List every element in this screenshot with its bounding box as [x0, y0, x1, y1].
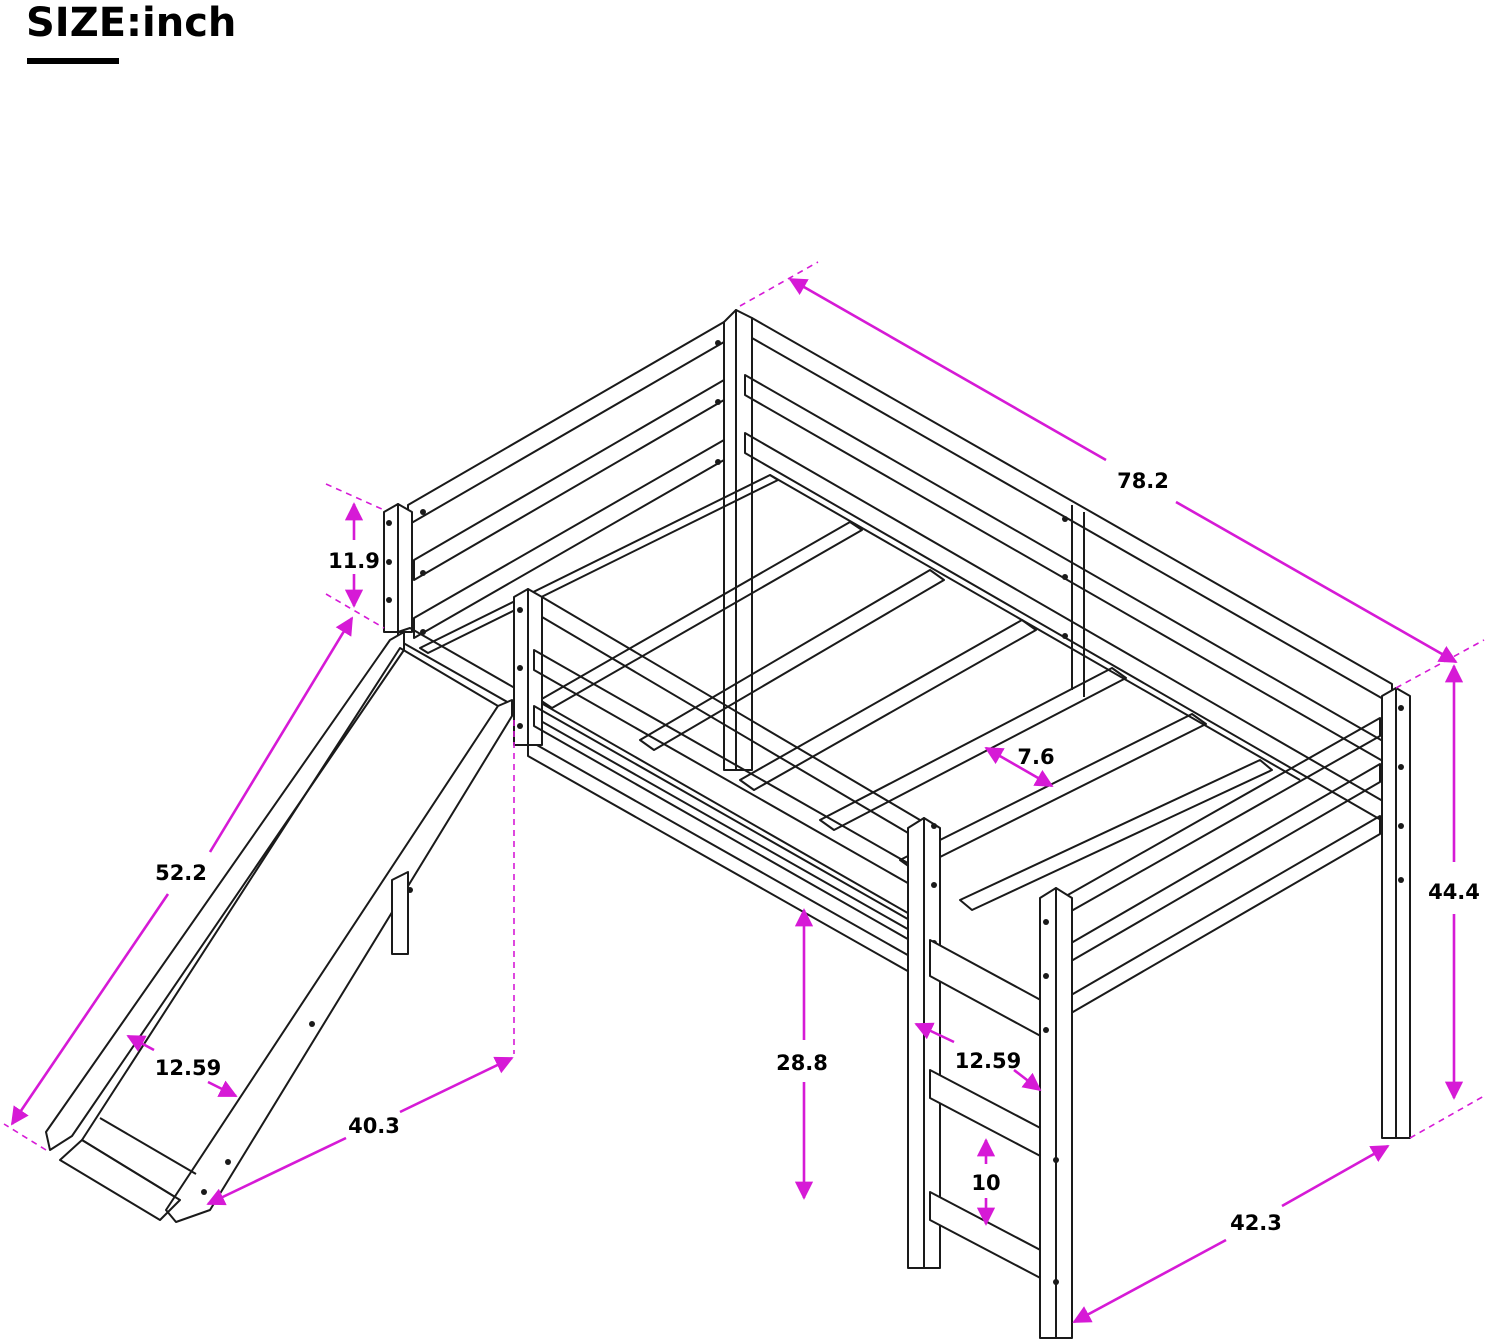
dim-line-slide-reach: [399, 1056, 514, 1114]
head-guardrail: [407, 321, 725, 639]
front-left-post: [383, 503, 413, 633]
dim-line-ladder-width: [914, 1022, 955, 1044]
slide: [45, 631, 513, 1223]
dim-ladder-width-label: 12.59: [955, 1049, 1021, 1073]
dim-line-length: [788, 277, 1107, 462]
front-side-rail: [397, 627, 921, 979]
dim-underbed-label: 28.8: [776, 1051, 828, 1075]
ladder: [929, 887, 1073, 1339]
dim-line-slat-spacing: [984, 746, 1054, 788]
dimension-lines: [3, 261, 1485, 1324]
title-underline: [27, 58, 119, 64]
dim-height-label: 44.4: [1428, 880, 1480, 904]
foot-end: [1065, 687, 1411, 1139]
dim-guardrail-label: 11.9: [328, 549, 380, 573]
dim-line-slide-length: [208, 616, 354, 853]
dim-slat-spacing-label: 7.6: [1017, 745, 1054, 769]
dim-width-label: 42.3: [1230, 1211, 1282, 1235]
dim-slide-length-label: 52.2: [155, 861, 207, 885]
dim-line-slide-width: [126, 1034, 155, 1052]
dim-ladder-step-label: 10: [971, 1171, 1000, 1195]
dim-slide-reach-label: 40.3: [348, 1114, 400, 1138]
dim-line-width: [1281, 1144, 1390, 1208]
bed-slats: [419, 474, 1301, 911]
size-unit-title: SIZE:inch: [26, 0, 237, 46]
dimension-labels: 78.2 44.4 42.3 11.9 52.2 12.59 40.3 28.8…: [155, 469, 1480, 1235]
ladder-left-post: [907, 817, 941, 1269]
dim-slide-width-label: 12.59: [155, 1056, 221, 1080]
back-left-post: [715, 309, 753, 771]
dim-length-label: 78.2: [1117, 469, 1169, 493]
